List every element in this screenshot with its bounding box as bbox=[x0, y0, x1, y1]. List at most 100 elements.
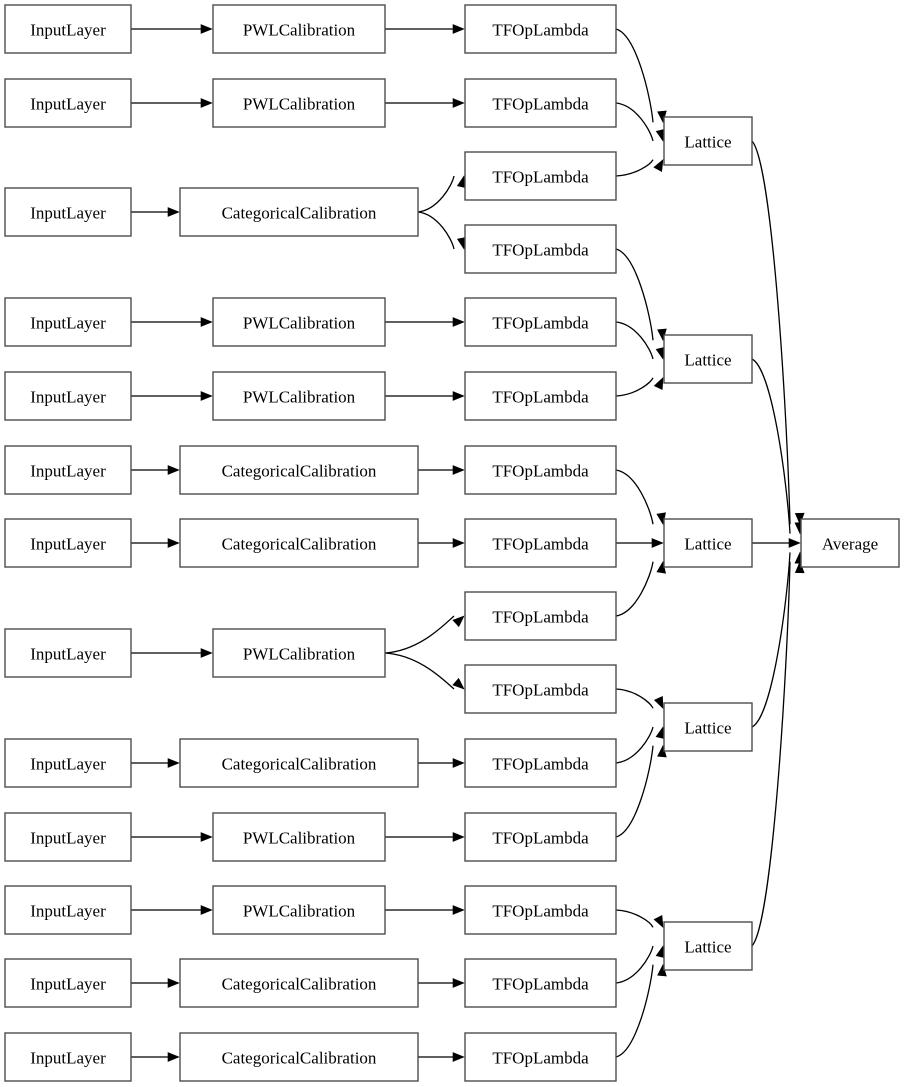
node-box[interactable] bbox=[4, 738, 132, 788]
node-box[interactable] bbox=[4, 297, 132, 347]
node-categorical-calibration-cal11[interactable]: CategoricalCalibration bbox=[179, 958, 419, 1008]
node-box[interactable] bbox=[212, 371, 386, 421]
node-box[interactable] bbox=[663, 116, 753, 166]
node-tfop-lambda-lam1[interactable]: TFOpLambda bbox=[464, 78, 617, 128]
node-box[interactable] bbox=[464, 518, 617, 568]
node-label: TFOpLambda bbox=[492, 241, 589, 260]
node-box[interactable] bbox=[4, 187, 132, 237]
node-box[interactable] bbox=[4, 518, 132, 568]
node-categorical-calibration-cal8[interactable]: CategoricalCalibration bbox=[179, 738, 419, 788]
node-tfop-lambda-lam7[interactable]: TFOpLambda bbox=[464, 518, 617, 568]
node-box[interactable] bbox=[179, 518, 419, 568]
node-tfop-lambda-lam3[interactable]: TFOpLambda bbox=[464, 224, 617, 274]
node-input-layer-in1[interactable]: InputLayer bbox=[4, 78, 132, 128]
node-box[interactable] bbox=[4, 812, 132, 862]
node-box[interactable] bbox=[4, 885, 132, 935]
node-tfop-lambda-lam2[interactable]: TFOpLambda bbox=[464, 151, 617, 201]
node-box[interactable] bbox=[464, 885, 617, 935]
node-box[interactable] bbox=[464, 297, 617, 347]
node-pwlcalibration-cal1[interactable]: PWLCalibration bbox=[212, 78, 386, 128]
node-box[interactable] bbox=[212, 78, 386, 128]
node-categorical-calibration-cal12[interactable]: CategoricalCalibration bbox=[179, 1032, 419, 1082]
node-box[interactable] bbox=[464, 812, 617, 862]
node-tfop-lambda-lam11[interactable]: TFOpLambda bbox=[464, 812, 617, 862]
edge-lat1-to-avg bbox=[751, 358, 805, 535]
node-box[interactable] bbox=[4, 628, 132, 678]
node-box[interactable] bbox=[212, 812, 386, 862]
node-input-layer-in6[interactable]: InputLayer bbox=[4, 518, 132, 568]
node-box[interactable] bbox=[179, 958, 419, 1008]
node-box[interactable] bbox=[663, 518, 753, 568]
node-box[interactable] bbox=[464, 1032, 617, 1082]
node-pwlcalibration-cal4[interactable]: PWLCalibration bbox=[212, 371, 386, 421]
node-tfop-lambda-lam13[interactable]: TFOpLambda bbox=[464, 958, 617, 1008]
node-box[interactable] bbox=[212, 297, 386, 347]
node-box[interactable] bbox=[179, 445, 419, 495]
node-lattice-lat3[interactable]: Lattice bbox=[663, 702, 753, 752]
node-pwlcalibration-cal9[interactable]: PWLCalibration bbox=[212, 812, 386, 862]
node-input-layer-in2[interactable]: InputLayer bbox=[4, 187, 132, 237]
edge-line bbox=[384, 652, 455, 690]
node-box[interactable] bbox=[212, 885, 386, 935]
node-box[interactable] bbox=[212, 4, 386, 54]
node-input-layer-in7[interactable]: InputLayer bbox=[4, 628, 132, 678]
node-box[interactable] bbox=[4, 958, 132, 1008]
node-box[interactable] bbox=[464, 224, 617, 274]
node-tfop-lambda-lam5[interactable]: TFOpLambda bbox=[464, 371, 617, 421]
node-box[interactable] bbox=[464, 371, 617, 421]
node-box[interactable] bbox=[212, 628, 386, 678]
node-input-layer-in5[interactable]: InputLayer bbox=[4, 445, 132, 495]
node-input-layer-in0[interactable]: InputLayer bbox=[4, 4, 132, 54]
node-tfop-lambda-lam14[interactable]: TFOpLambda bbox=[464, 1032, 617, 1082]
node-box[interactable] bbox=[663, 702, 753, 752]
node-box[interactable] bbox=[663, 921, 753, 971]
node-input-layer-in9[interactable]: InputLayer bbox=[4, 812, 132, 862]
node-box[interactable] bbox=[464, 591, 617, 641]
node-box[interactable] bbox=[464, 78, 617, 128]
node-tfop-lambda-lam9[interactable]: TFOpLambda bbox=[464, 664, 617, 714]
node-box[interactable] bbox=[464, 738, 617, 788]
node-box[interactable] bbox=[4, 371, 132, 421]
node-box[interactable] bbox=[4, 1032, 132, 1082]
node-box[interactable] bbox=[179, 1032, 419, 1082]
node-input-layer-in11[interactable]: InputLayer bbox=[4, 958, 132, 1008]
node-box[interactable] bbox=[464, 958, 617, 1008]
node-tfop-lambda-lam10[interactable]: TFOpLambda bbox=[464, 738, 617, 788]
node-box[interactable] bbox=[4, 445, 132, 495]
node-label: InputLayer bbox=[30, 388, 106, 407]
node-categorical-calibration-cal2[interactable]: CategoricalCalibration bbox=[179, 187, 419, 237]
node-input-layer-in4[interactable]: InputLayer bbox=[4, 371, 132, 421]
node-categorical-calibration-cal6[interactable]: CategoricalCalibration bbox=[179, 518, 419, 568]
node-pwlcalibration-cal0[interactable]: PWLCalibration bbox=[212, 4, 386, 54]
node-pwlcalibration-cal10[interactable]: PWLCalibration bbox=[212, 885, 386, 935]
node-box[interactable] bbox=[4, 4, 132, 54]
node-box[interactable] bbox=[4, 78, 132, 128]
node-lattice-lat4[interactable]: Lattice bbox=[663, 921, 753, 971]
node-input-layer-in10[interactable]: InputLayer bbox=[4, 885, 132, 935]
node-box[interactable] bbox=[179, 187, 419, 237]
node-tfop-lambda-lam12[interactable]: TFOpLambda bbox=[464, 885, 617, 935]
node-box[interactable] bbox=[464, 4, 617, 54]
node-box[interactable] bbox=[800, 518, 900, 568]
node-tfop-lambda-lam0[interactable]: TFOpLambda bbox=[464, 4, 617, 54]
node-box[interactable] bbox=[464, 445, 617, 495]
node-tfop-lambda-lam8[interactable]: TFOpLambda bbox=[464, 591, 617, 641]
node-lattice-lat1[interactable]: Lattice bbox=[663, 334, 753, 384]
node-box[interactable] bbox=[179, 738, 419, 788]
node-tfop-lambda-lam6[interactable]: TFOpLambda bbox=[464, 445, 617, 495]
node-lattice-lat2[interactable]: Lattice bbox=[663, 518, 753, 568]
node-input-layer-in12[interactable]: InputLayer bbox=[4, 1032, 132, 1082]
node-categorical-calibration-cal5[interactable]: CategoricalCalibration bbox=[179, 445, 419, 495]
node-label: InputLayer bbox=[30, 462, 106, 481]
node-pwlcalibration-cal7[interactable]: PWLCalibration bbox=[212, 628, 386, 678]
node-box[interactable] bbox=[663, 334, 753, 384]
node-tfop-lambda-lam4[interactable]: TFOpLambda bbox=[464, 297, 617, 347]
edge-line bbox=[615, 28, 654, 123]
node-input-layer-in3[interactable]: InputLayer bbox=[4, 297, 132, 347]
node-lattice-lat0[interactable]: Lattice bbox=[663, 116, 753, 166]
node-average-avg[interactable]: Average bbox=[800, 518, 900, 568]
node-pwlcalibration-cal3[interactable]: PWLCalibration bbox=[212, 297, 386, 347]
node-box[interactable] bbox=[464, 151, 617, 201]
node-input-layer-in8[interactable]: InputLayer bbox=[4, 738, 132, 788]
node-box[interactable] bbox=[464, 664, 617, 714]
